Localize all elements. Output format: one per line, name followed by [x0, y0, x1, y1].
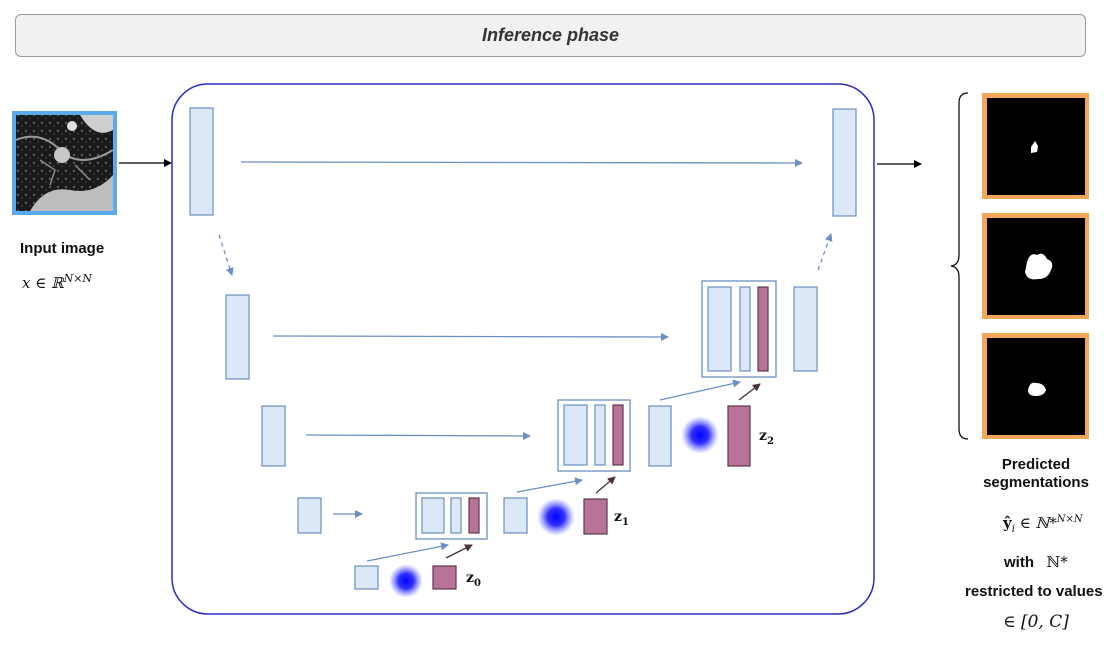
latent-z1 [583, 498, 608, 535]
input-image [12, 111, 117, 215]
input-formula: x ∈ ℝN×N [22, 272, 93, 292]
gaussian-blob [537, 498, 575, 536]
segmentation-3 [982, 333, 1089, 439]
encoder-block-3 [261, 405, 286, 467]
latent-label-z2: z2 [759, 428, 774, 447]
range-formula: ∈ [0, C] [1003, 612, 1069, 632]
gaussian-blob [389, 564, 423, 598]
input-image-label: Input image [20, 240, 105, 257]
downsample-arrow [218, 234, 234, 276]
encoder-block-4 [297, 497, 322, 534]
latent-label-z0: z0 [466, 570, 481, 589]
unet-container [171, 83, 875, 615]
skip-connection-3 [305, 431, 531, 440]
decoder-level-2 [503, 399, 631, 536]
latent-z2 [727, 405, 751, 467]
with-label: with ℕ* [1004, 553, 1068, 571]
gaussian-blob [681, 416, 719, 454]
latent-label-z1: z1 [614, 509, 629, 528]
decoder-block-top-lower [793, 286, 818, 372]
output-formula: ŷi ∈ ℕ*N×N [1003, 514, 1083, 535]
inference-phase-title: Inference phase [15, 14, 1086, 57]
restricted-label: restricted to values [965, 583, 1103, 600]
bottleneck-block [354, 565, 379, 590]
curly-brace [950, 92, 969, 440]
latent-z0 [432, 565, 457, 590]
output-block [832, 108, 857, 217]
segmentation-2 [982, 213, 1089, 319]
skip-connection-1 [240, 158, 803, 167]
decoder-level-1 [366, 492, 488, 598]
skip-connection-2 [272, 332, 669, 341]
upsample-arrow [817, 233, 833, 271]
segmentation-1 [982, 93, 1089, 199]
encoder-block-1 [189, 107, 214, 216]
decoder-level-3 [648, 280, 777, 467]
encoder-block-2 [225, 294, 250, 380]
predicted-segmentations-label: Predicted segmentations [983, 456, 1089, 491]
